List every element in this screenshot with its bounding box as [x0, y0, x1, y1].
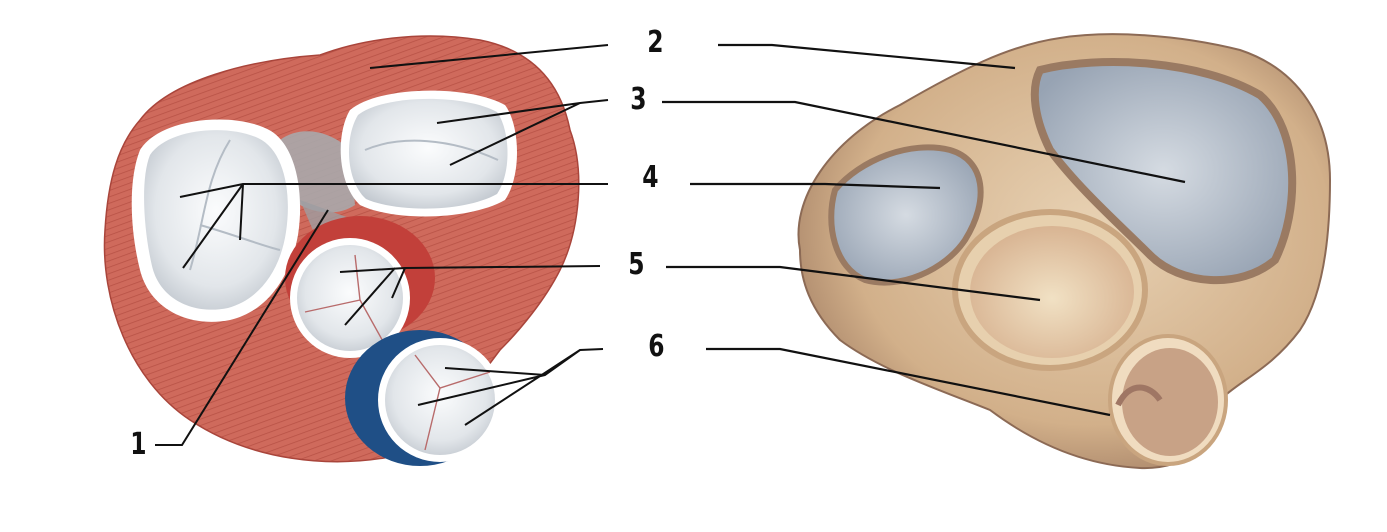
- label-2: 2: [647, 25, 664, 60]
- label-4: 4: [642, 160, 659, 195]
- heart-specimen-photo: [662, 33, 1332, 470]
- leader-lines-right: [662, 43, 1186, 417]
- leader-lines-left: [155, 44, 609, 446]
- specimen-mitral-region: [1030, 58, 1297, 285]
- label-1: 1: [130, 427, 147, 462]
- label-5: 5: [628, 247, 645, 282]
- label-6: 6: [648, 329, 665, 364]
- aortic-valve: [290, 238, 410, 358]
- heart-illustration: [103, 35, 609, 466]
- specimen-tricuspid-region: [828, 144, 984, 286]
- label-3: 3: [630, 82, 647, 117]
- mitral-valve: [340, 90, 518, 217]
